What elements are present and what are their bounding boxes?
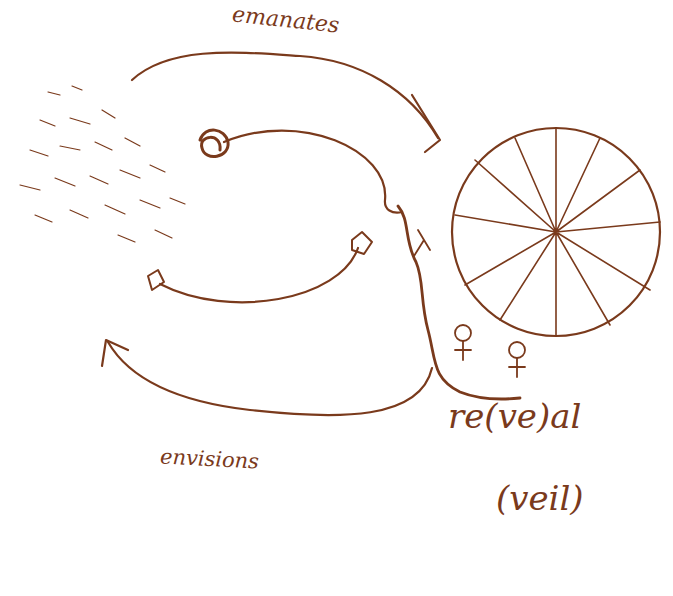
- handwritten-label: (veil): [496, 480, 584, 517]
- handwritten-label: envisions: [159, 445, 259, 473]
- handwritten-label: emanates: [231, 2, 340, 37]
- handwritten-label: re(ve)al: [448, 398, 581, 435]
